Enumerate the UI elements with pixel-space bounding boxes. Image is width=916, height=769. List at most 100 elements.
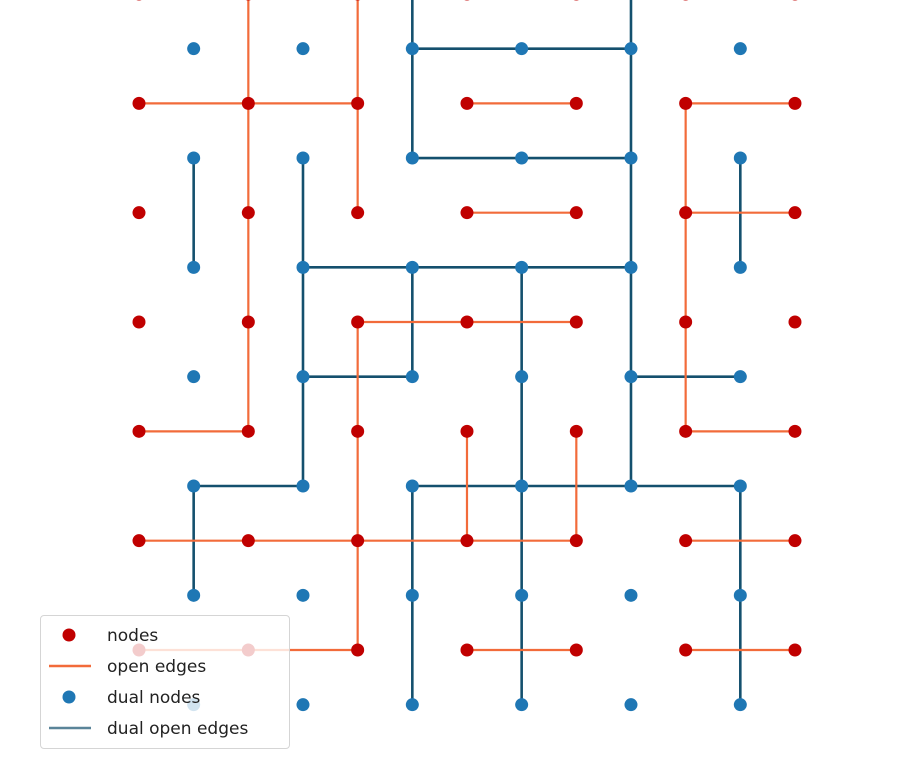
node-37 xyxy=(351,96,365,110)
node-35 xyxy=(132,96,146,110)
dual-node-14 xyxy=(405,479,419,493)
node-17 xyxy=(460,424,474,438)
node-39 xyxy=(569,96,583,110)
node-10 xyxy=(460,534,474,548)
dual-node-24 xyxy=(187,260,201,274)
dual-node-22 xyxy=(624,370,638,384)
node-43 xyxy=(245,0,251,1)
legend-swatch-dual-nodes xyxy=(62,690,76,704)
dual-node-18 xyxy=(187,370,201,384)
node-47 xyxy=(683,0,689,1)
node-6 xyxy=(788,643,802,657)
legend-label-nodes: nodes xyxy=(107,626,159,646)
node-32 xyxy=(569,206,583,220)
dual-node-13 xyxy=(296,479,310,493)
dual-node-26 xyxy=(405,260,419,274)
legend-swatch-nodes xyxy=(62,628,76,642)
dual-node-29 xyxy=(733,260,747,274)
node-19 xyxy=(679,424,693,438)
node-8 xyxy=(241,534,255,548)
dual-nodes-layer xyxy=(187,42,747,712)
dual-node-10 xyxy=(624,588,638,602)
dual-node-1 xyxy=(296,698,310,712)
legend-label-dual-open-edges: dual open edges xyxy=(107,719,249,739)
node-33 xyxy=(679,206,693,220)
dual-node-6 xyxy=(187,588,201,602)
legend-label-open-edges: open edges xyxy=(107,657,207,677)
node-13 xyxy=(788,534,802,548)
node-38 xyxy=(460,96,474,110)
node-48 xyxy=(792,0,798,1)
node-12 xyxy=(679,534,693,548)
node-34 xyxy=(788,206,802,220)
node-18 xyxy=(569,424,583,438)
dual-node-27 xyxy=(515,260,529,274)
node-28 xyxy=(132,206,146,220)
dual-node-38 xyxy=(405,42,419,56)
dual-node-35 xyxy=(733,151,747,165)
node-26 xyxy=(679,315,693,329)
legend-swatch-open-edges xyxy=(49,664,91,668)
legend-item-open-edges: open edges xyxy=(41,652,289,682)
dual-node-9 xyxy=(515,588,529,602)
dual-node-21 xyxy=(515,370,529,384)
dual-node-15 xyxy=(515,479,529,493)
dual-node-41 xyxy=(733,42,747,56)
legend-item-dual-open-edges: dual open edges xyxy=(41,714,289,744)
node-7 xyxy=(132,534,146,548)
dual-node-40 xyxy=(624,42,638,56)
node-46 xyxy=(573,0,579,1)
dual-node-32 xyxy=(405,151,419,165)
node-16 xyxy=(351,424,365,438)
node-36 xyxy=(241,96,255,110)
node-24 xyxy=(460,315,474,329)
node-20 xyxy=(788,424,802,438)
dual-node-28 xyxy=(624,260,638,274)
dual-node-31 xyxy=(296,151,310,165)
dual-node-5 xyxy=(733,698,747,712)
node-22 xyxy=(241,315,255,329)
dual-node-36 xyxy=(187,42,201,56)
dual-node-34 xyxy=(624,151,638,165)
legend-label-dual-nodes: dual nodes xyxy=(107,688,201,708)
dual-node-11 xyxy=(733,588,747,602)
node-40 xyxy=(679,96,693,110)
dual-node-39 xyxy=(515,42,529,56)
node-30 xyxy=(351,206,365,220)
dual-node-17 xyxy=(733,479,747,493)
legend-item-nodes: nodes xyxy=(41,621,289,651)
dual-node-16 xyxy=(624,479,638,493)
node-45 xyxy=(464,0,470,1)
legend-item-dual-nodes: dual nodes xyxy=(41,683,289,713)
dual-node-12 xyxy=(187,479,201,493)
dual-node-7 xyxy=(296,588,310,602)
legend-swatch-dual-open-edges xyxy=(49,726,91,730)
legend: nodes open edges dual nodes dual open ed… xyxy=(40,615,290,749)
node-27 xyxy=(788,315,802,329)
node-15 xyxy=(241,424,255,438)
dual-node-20 xyxy=(405,370,419,384)
nodes-layer xyxy=(132,0,802,657)
node-31 xyxy=(460,206,474,220)
dual-node-25 xyxy=(296,260,310,274)
dual-node-8 xyxy=(405,588,419,602)
node-11 xyxy=(569,534,583,548)
open-edges-layer xyxy=(137,0,797,652)
node-29 xyxy=(241,206,255,220)
node-23 xyxy=(351,315,365,329)
node-5 xyxy=(679,643,693,657)
node-9 xyxy=(351,534,365,548)
node-25 xyxy=(569,315,583,329)
dual-node-37 xyxy=(296,42,310,56)
node-41 xyxy=(788,96,802,110)
node-21 xyxy=(132,315,146,329)
node-14 xyxy=(132,424,146,438)
dual-node-19 xyxy=(296,370,310,384)
node-3 xyxy=(460,643,474,657)
dual-node-2 xyxy=(405,698,419,712)
dual-node-30 xyxy=(187,151,201,165)
node-44 xyxy=(355,0,361,1)
dual-node-33 xyxy=(515,151,529,165)
dual-node-4 xyxy=(624,698,638,712)
dual-node-23 xyxy=(733,370,747,384)
